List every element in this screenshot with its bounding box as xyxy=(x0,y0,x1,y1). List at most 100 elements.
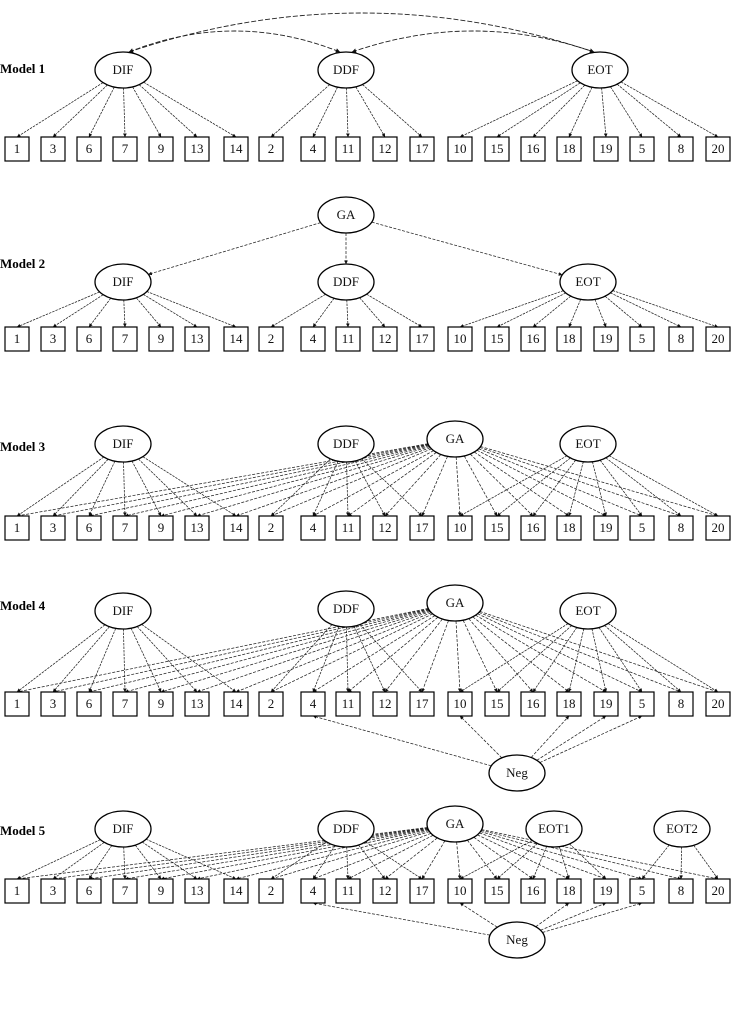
item-label: 15 xyxy=(491,331,504,346)
loading-arrow-ga-12 xyxy=(384,837,438,880)
item-label: 13 xyxy=(191,141,204,156)
item-box xyxy=(184,691,210,717)
loading-arrow-ga-14 xyxy=(235,612,432,693)
loading-arrow-ddf-11 xyxy=(346,461,350,517)
loading-arrow-dif-14 xyxy=(145,838,237,880)
loading-arrow-ga-15 xyxy=(462,620,498,693)
item-label: 14 xyxy=(230,883,244,898)
latent-label: DDF xyxy=(333,601,359,616)
latent-label: DIF xyxy=(113,274,134,289)
item-label: 18 xyxy=(563,696,576,711)
item-label: 2 xyxy=(268,141,275,156)
latent-eot2 xyxy=(653,810,711,848)
loading-arrow-eot1-10 xyxy=(459,840,533,880)
latent-label: DDF xyxy=(333,62,359,77)
item-box xyxy=(447,515,473,541)
item-box xyxy=(556,326,582,352)
item-label: 9 xyxy=(158,141,165,156)
loading-arrow-ga-20 xyxy=(480,446,719,517)
item-label: 1 xyxy=(14,520,21,535)
loading-arrow-ga-7 xyxy=(124,609,430,693)
item-label: 17 xyxy=(416,883,430,898)
method-arrow-neg-10 xyxy=(459,715,503,759)
latent-eot xyxy=(559,592,617,630)
item-box xyxy=(4,691,30,717)
loading-arrow-ddf-11 xyxy=(346,626,350,693)
model-label: Model 3 xyxy=(0,439,46,454)
loading-arrow-ga-3 xyxy=(52,608,429,694)
loading-arrow-ga-17 xyxy=(421,840,446,880)
item-box xyxy=(556,878,582,904)
latent-label: EOT2 xyxy=(666,821,698,836)
loading-arrow-dif-14 xyxy=(142,456,237,517)
item-label: 1 xyxy=(14,883,21,898)
item-label: 17 xyxy=(416,696,430,711)
item-box xyxy=(112,515,138,541)
item-box xyxy=(335,515,361,541)
item-label: 18 xyxy=(563,331,576,346)
loading-arrow-ga-18 xyxy=(474,451,570,517)
loading-arrow-eot-10 xyxy=(459,290,564,328)
item-label: 2 xyxy=(268,331,275,346)
loading-arrow-ga-11 xyxy=(347,616,439,693)
item-box xyxy=(593,136,619,162)
item-label: 17 xyxy=(416,141,430,156)
loading-arrow-ddf-2 xyxy=(270,841,327,880)
loading-arrow-dif-7 xyxy=(122,299,127,328)
loading-arrow-ddf-17 xyxy=(359,624,423,693)
loading-arrow-ddf-11 xyxy=(345,846,350,880)
item-box xyxy=(40,136,66,162)
latent-eot xyxy=(559,425,617,463)
latent-ga xyxy=(426,805,484,843)
item-box xyxy=(300,326,326,352)
latent-eot xyxy=(559,263,617,301)
item-box xyxy=(300,691,326,717)
loading-arrow-ga-6 xyxy=(88,827,428,881)
method-arrow-neg-18 xyxy=(530,715,570,758)
item-label: 14 xyxy=(230,141,244,156)
item-box xyxy=(409,326,435,352)
item-box xyxy=(484,691,510,717)
item-label: 12 xyxy=(379,141,392,156)
latent-label: EOT xyxy=(575,603,600,618)
loading-arrow-dif-7 xyxy=(122,846,127,880)
loading-arrow-eot-20 xyxy=(607,623,719,693)
item-label: 20 xyxy=(712,331,725,346)
loading-arrow-eot-16 xyxy=(532,459,576,517)
latent-label: GA xyxy=(446,595,465,610)
latent-ga xyxy=(426,420,484,458)
item-label: 4 xyxy=(310,331,317,346)
loading-arrow-ga-5 xyxy=(478,448,643,517)
item-box xyxy=(112,136,138,162)
item-box xyxy=(705,136,731,162)
loading-arrow-dif-14 xyxy=(146,291,237,328)
latent-neg xyxy=(488,921,546,959)
latent-label: EOT1 xyxy=(538,821,570,836)
item-label: 2 xyxy=(268,696,275,711)
loading-arrow-ga-4 xyxy=(312,832,432,880)
loading-arrow-ddf-2 xyxy=(270,84,330,138)
loading-arrow-ga-16 xyxy=(473,836,534,880)
latent-label: EOT xyxy=(575,436,600,451)
item-box xyxy=(112,691,138,717)
item-label: 8 xyxy=(678,883,685,898)
item-box xyxy=(4,326,30,352)
loading-arrow-dif-6 xyxy=(88,86,115,138)
loading-arrow-eot-10 xyxy=(459,80,578,138)
item-label: 20 xyxy=(712,141,725,156)
loading-arrow-ga-17 xyxy=(421,620,449,693)
loading-arrow-eot-15 xyxy=(496,625,572,693)
loading-arrow-ga-17 xyxy=(421,456,448,517)
item-box xyxy=(556,515,582,541)
loading-arrow-ga-19 xyxy=(475,614,607,693)
item-box xyxy=(335,136,361,162)
item-box xyxy=(372,136,398,162)
loading-arrow-eot-15 xyxy=(496,82,581,138)
loading-arrow-ga-9 xyxy=(160,610,430,693)
item-box xyxy=(76,326,102,352)
loading-arrow-dif-9 xyxy=(130,628,162,693)
loading-arrow-dif-1 xyxy=(16,624,106,693)
item-box xyxy=(629,136,655,162)
item-label: 13 xyxy=(191,696,204,711)
item-label: 1 xyxy=(14,141,21,156)
